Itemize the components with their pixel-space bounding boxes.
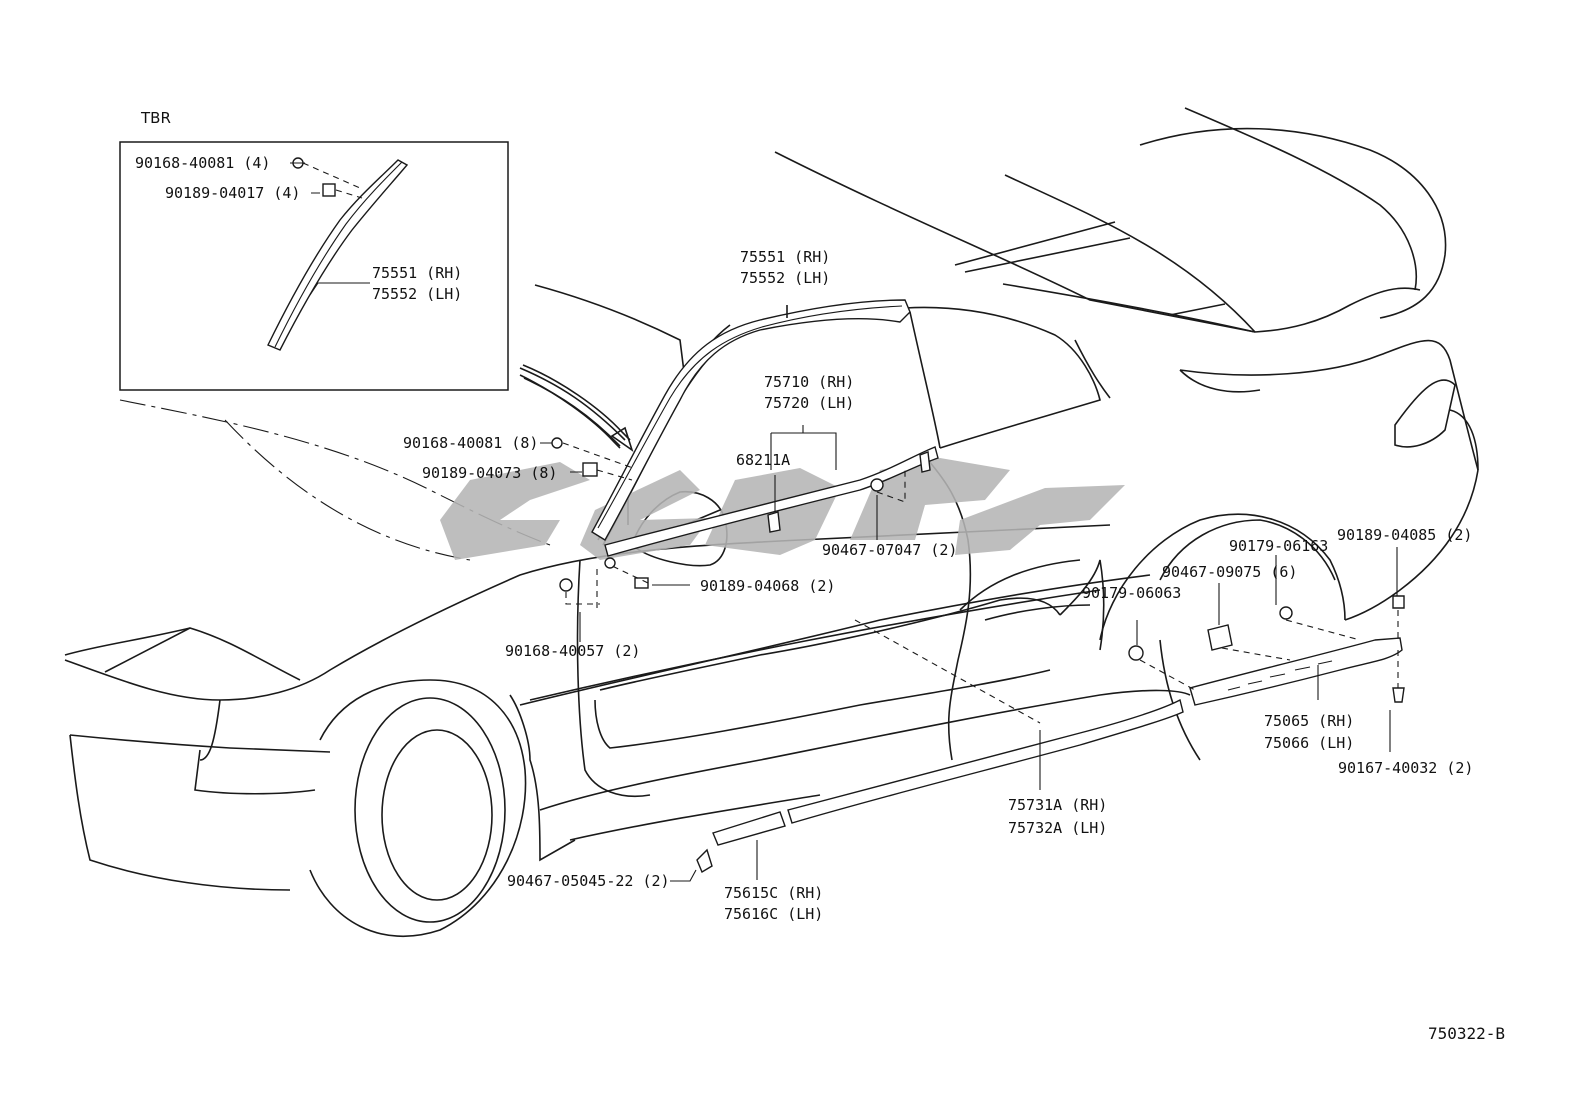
- label-front-rh: 75615C (RH): [724, 884, 823, 902]
- assembly-lines: [562, 442, 1399, 724]
- label-90189-04068: 90189-04068 (2): [700, 577, 835, 595]
- label-90467-05045: 90467-05045-22 (2): [507, 872, 670, 890]
- clip-icon: [551, 437, 563, 449]
- label-68211a: 68211A: [736, 451, 790, 469]
- clip-icon: [1279, 606, 1293, 620]
- label-pillar-rh: 75551 (RH): [740, 248, 830, 266]
- drip-moulding-75551: [591, 299, 911, 541]
- nut-icon: [582, 462, 598, 477]
- label-belt-lh: 75720 (LH): [764, 394, 854, 412]
- screw-icon: [559, 578, 573, 592]
- label-90467-07047: 90467-07047 (2): [822, 541, 957, 559]
- label-90189-04073: 90189-04073 (8): [422, 464, 557, 482]
- label-front-lh: 75616C (LH): [724, 905, 823, 923]
- label-90168-40081: 90168-40081 (8): [403, 434, 538, 452]
- nut-icon: [634, 577, 649, 589]
- clip-icon: [919, 451, 931, 473]
- side-moulding-75731A: [787, 698, 1184, 824]
- rocker-moulding-75065: [1189, 637, 1403, 706]
- leader-lines: [519, 305, 1398, 882]
- clip-icon: [604, 557, 616, 569]
- inset-tbr: TBR: [119, 109, 509, 391]
- nut-icon: [322, 183, 336, 197]
- drawing-number: 750322-B: [1428, 1024, 1505, 1043]
- label-90467-09075: 90467-09075 (6): [1162, 563, 1297, 581]
- label-side-lh: 75732A (LH): [1008, 819, 1107, 837]
- clip-icon: [696, 848, 713, 874]
- inset-label-lh: 75552 (LH): [372, 285, 462, 303]
- inset-title: TBR: [140, 109, 171, 127]
- clip-icon: [767, 511, 781, 533]
- label-rocker-lh: 75066 (LH): [1264, 734, 1354, 752]
- label-90179-06163: 90179-06163: [1229, 537, 1328, 555]
- belt-moulding-75710: [604, 446, 939, 557]
- label-pillar-lh: 75552 (LH): [740, 269, 830, 287]
- inset-pillar-moulding: [267, 159, 409, 351]
- label-rocker-rh: 75065 (RH): [1264, 712, 1354, 730]
- parts: [551, 299, 1405, 874]
- front-moulding-75615C: [712, 811, 786, 846]
- front-wheel: [354, 697, 506, 923]
- clip-icon: [1207, 624, 1233, 651]
- labels: 90168-40081 (4) 90189-04017 (4) 75551 (R…: [135, 154, 1505, 1043]
- label-90189-04085: 90189-04085 (2): [1337, 526, 1472, 544]
- label-90179-06063: 90179-06063: [1082, 584, 1181, 602]
- screw-icon: [1392, 687, 1405, 703]
- clip-icon: [1128, 645, 1144, 661]
- label-90168-40057: 90168-40057 (2): [505, 642, 640, 660]
- inset-label-nut: 90189-04017 (4): [165, 184, 300, 202]
- label-belt-rh: 75710 (RH): [764, 373, 854, 391]
- inset-label-rh: 75551 (RH): [372, 264, 462, 282]
- label-90167-40032: 90167-40032 (2): [1338, 759, 1473, 777]
- nut-icon: [1392, 595, 1405, 609]
- label-side-rh: 75731A (RH): [1008, 796, 1107, 814]
- inset-label-clip: 90168-40081 (4): [135, 154, 270, 172]
- clip-icon: [870, 478, 884, 492]
